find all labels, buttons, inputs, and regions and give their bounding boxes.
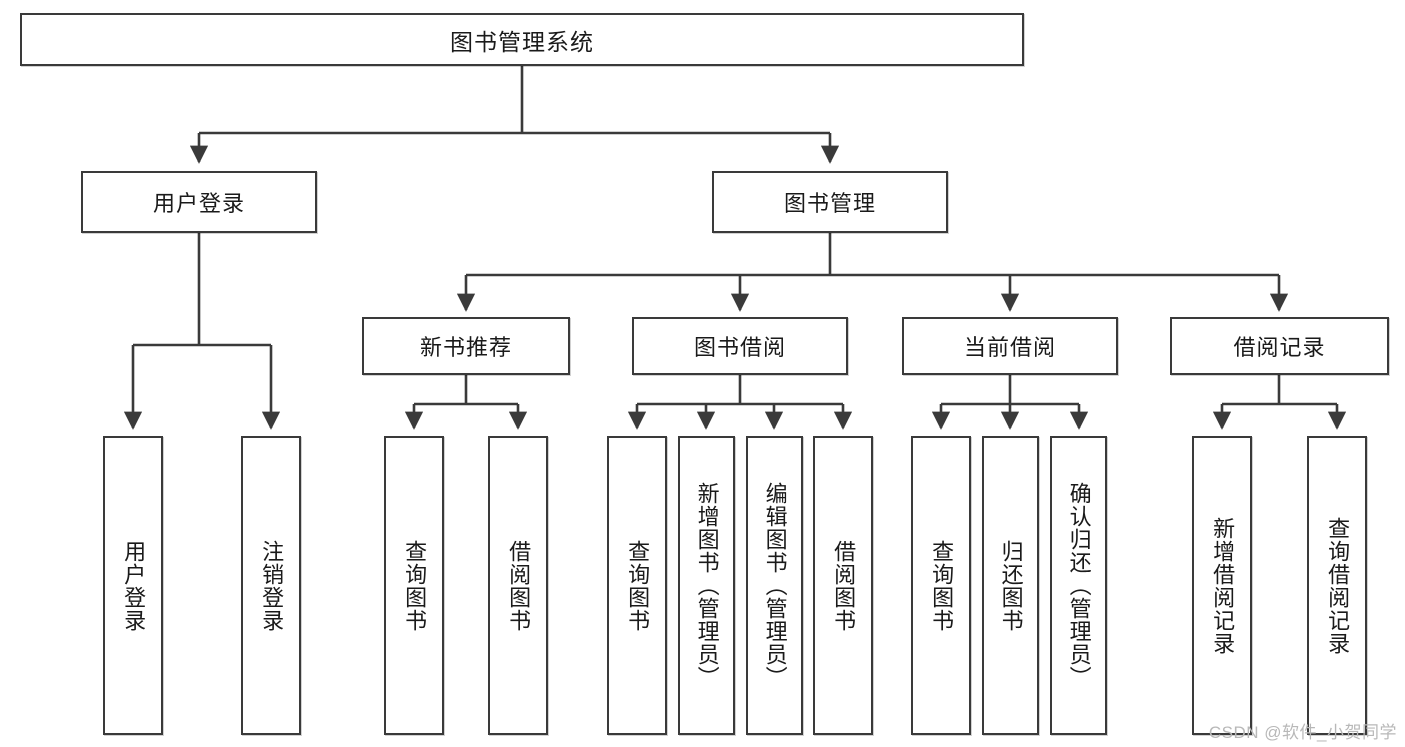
node-leaf-borrow-book-2[interactable]: 借阅图书 [813,436,873,735]
node-root[interactable]: 图书管理系统 [20,13,1024,66]
node-leaf-query-record[interactable]: 查询借阅记录 [1307,436,1367,735]
node-new-book-recommend[interactable]: 新书推荐 [362,317,570,375]
node-leaf-user-login[interactable]: 用户登录 [103,436,163,735]
node-new-book-recommend-label: 新书推荐 [419,335,512,360]
node-book-borrow-label: 图书借阅 [693,335,786,360]
node-leaf-query-book-2-label: 查询图书 [625,539,651,632]
node-leaf-add-book-label: 新增图书（管理员） [694,482,720,689]
node-book-borrow[interactable]: 图书借阅 [632,317,848,375]
node-leaf-borrow-book-1-label: 借阅图书 [506,539,532,632]
node-leaf-add-record-label: 新增借阅记录 [1210,516,1236,655]
node-leaf-edit-book[interactable]: 编辑图书（管理员） [746,436,803,735]
node-leaf-borrow-book-2-label: 借阅图书 [831,539,857,632]
node-borrow-record-label: 借阅记录 [1233,335,1326,360]
node-leaf-query-book-3[interactable]: 查询图书 [911,436,971,735]
node-leaf-logout-label: 注销登录 [259,539,285,632]
node-leaf-confirm-return-label: 确认归还（管理员） [1066,482,1092,689]
node-book-management-label: 图书管理 [783,191,876,216]
node-current-borrow-label: 当前借阅 [963,335,1056,360]
node-leaf-query-book-3-label: 查询图书 [929,539,955,632]
node-leaf-query-book-1[interactable]: 查询图书 [384,436,444,735]
node-book-management[interactable]: 图书管理 [712,171,948,233]
node-leaf-return-book-label: 归还图书 [998,539,1024,632]
node-user-login[interactable]: 用户登录 [81,171,317,233]
node-leaf-query-record-label: 查询借阅记录 [1325,516,1351,655]
node-leaf-logout[interactable]: 注销登录 [241,436,301,735]
node-root-label: 图书管理系统 [450,28,594,55]
node-borrow-record[interactable]: 借阅记录 [1170,317,1389,375]
node-current-borrow[interactable]: 当前借阅 [902,317,1118,375]
node-user-login-label: 用户登录 [152,191,245,216]
node-leaf-query-book-1-label: 查询图书 [402,539,428,632]
node-leaf-add-book[interactable]: 新增图书（管理员） [678,436,735,735]
node-leaf-query-book-2[interactable]: 查询图书 [607,436,667,735]
node-leaf-return-book[interactable]: 归还图书 [982,436,1039,735]
node-leaf-add-record[interactable]: 新增借阅记录 [1192,436,1252,735]
node-leaf-borrow-book-1[interactable]: 借阅图书 [488,436,548,735]
watermark: CSDN @软件_小贺同学 [1208,723,1397,742]
node-leaf-confirm-return[interactable]: 确认归还（管理员） [1050,436,1107,735]
node-leaf-user-login-label: 用户登录 [121,539,147,632]
node-leaf-edit-book-label: 编辑图书（管理员） [762,482,788,689]
